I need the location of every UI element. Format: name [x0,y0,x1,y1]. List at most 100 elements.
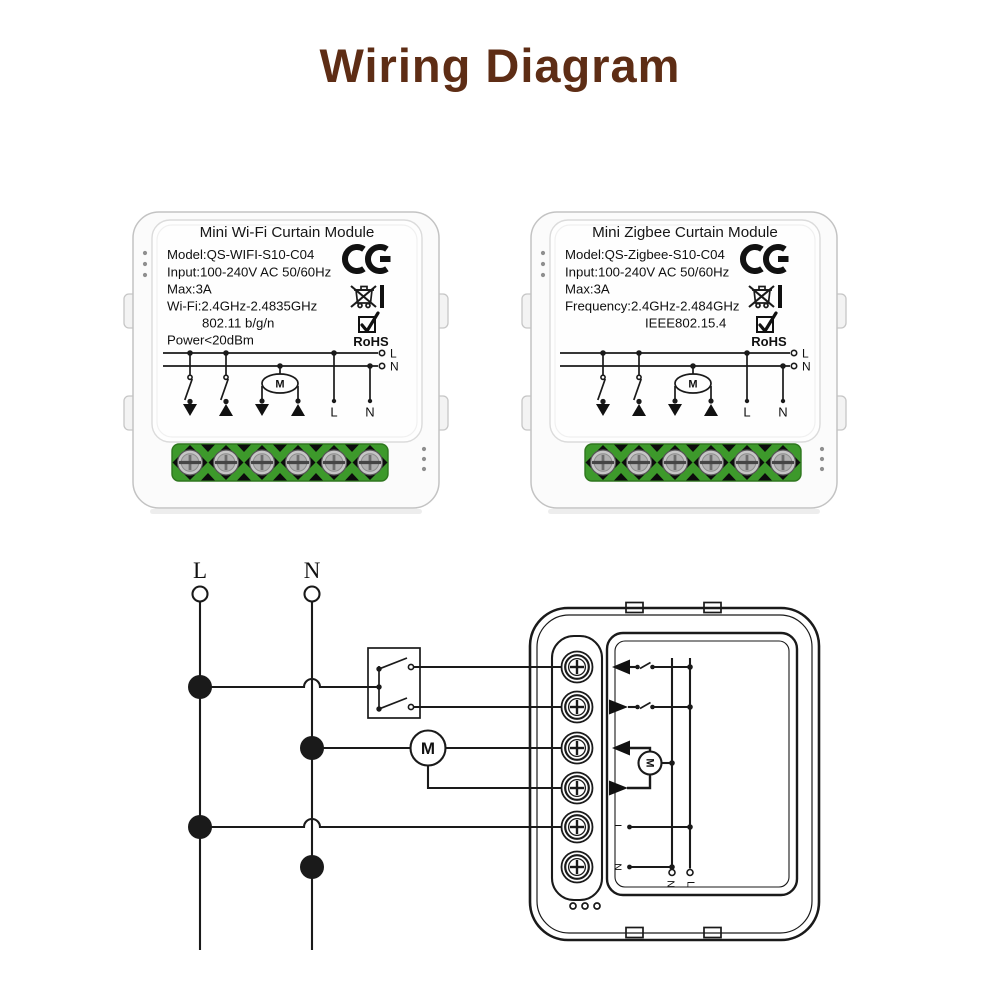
arrow-down-icon [255,404,269,416]
body-shadow [150,509,422,514]
rohs-check-icon [358,311,380,333]
rohs-label: RoHS [353,334,389,349]
arrow-up-icon [704,404,718,416]
live-feed-label: L [193,558,207,583]
motor-wire-2 [426,765,565,790]
motor-symbol [674,373,712,394]
module-internal-print: N L [609,658,697,888]
weee-bin-icon [748,285,782,309]
arrow-left-icon [612,659,630,675]
module-zigbee: Mini Zigbee Curtain Module Model:QS-Zigb… [521,211,847,514]
terminal-neutral-label: N [365,405,374,420]
live-to-module-wire [200,818,565,829]
spec-model: Model:QS-WIFI-S10-C04 [167,247,314,262]
module-drawing [528,606,821,942]
screw-terminal [212,449,240,476]
arrow-up-icon [632,404,646,416]
ce-mark-icon [740,244,789,274]
wall-switch [367,647,421,719]
motor-label: M [275,379,284,391]
screw-terminal [589,449,617,476]
screw-terminal [176,449,204,476]
screw-terminal [284,449,312,476]
live-feed-terminal [191,585,209,603]
screw-terminal [560,771,594,805]
module-title: Mini Wi-Fi Curtain Module [200,224,375,241]
arrow-down-icon [668,404,682,416]
screw-terminal [560,731,594,765]
screw-terminal [661,449,689,476]
screw-terminal [356,449,384,476]
terminal-strip [171,443,389,482]
screw-terminal [733,449,761,476]
spec-max: Max:3A [565,282,610,297]
housing-tabs [625,601,722,939]
rohs-label: RoHS [751,334,787,349]
rail-live-label: L [802,347,809,361]
page-title: Wiring Diagram [319,39,681,92]
faceplate-bevel [156,224,418,438]
live-to-switch-wire [200,678,379,689]
arrow-down-icon [596,404,610,416]
faceplate-bevel [554,224,816,438]
motor-symbol [261,373,299,394]
input-live-label: L [612,824,624,830]
wiring-circuit: L N [188,558,821,950]
module-faceplate [151,219,423,443]
rail-neutral-label: N [665,880,677,888]
terminal-strip [584,443,802,482]
screw-terminal [560,850,594,884]
rail-live-label: L [390,347,397,361]
spec-input: Input:100-240V AC 50/60Hz [565,265,729,280]
input-neutral-label: N [612,863,624,871]
screw-terminal [248,449,276,476]
spec-input: Input:100-240V AC 50/60Hz [167,265,331,280]
screw-terminal [560,650,594,684]
screw-terminal [560,690,594,724]
arrow-down-icon [183,404,197,416]
screw-terminal [625,449,653,476]
neutral-feed-label: N [304,558,321,583]
screw-terminal [769,449,797,476]
arrow-right-icon [609,699,628,715]
printed-schematic: L N M L N [163,347,399,420]
terminal-live-label: L [743,405,750,420]
module-title: Mini Zigbee Curtain Module [592,224,778,241]
module-faceplate [549,219,821,443]
rail-neutral-label: N [390,360,399,374]
spec-radio: Frequency:2.4GHz-2.484GHz [565,299,739,314]
motor-label: M [644,758,656,767]
spec-model: Model:QS-Zigbee-S10-C04 [565,247,725,262]
arrow-up-icon [291,404,305,416]
spec-radio: Wi-Fi:2.4GHz-2.4835GHz [167,299,317,314]
junction-dot [300,855,324,879]
arrow-right-icon [609,780,628,796]
rohs-check-icon [756,311,778,333]
module-wifi: Mini Wi-Fi Curtain Module Model:QS-WIFI-… [123,211,449,514]
screw-terminal [697,449,725,476]
inner-panel [605,631,799,897]
screw-terminal [560,810,594,844]
spec-standard: 802.11 b/g/n [202,316,274,331]
body-shadow [548,509,820,514]
neutral-feed-terminal [303,585,321,603]
terminal-strip-outline [550,634,604,902]
arrow-left-icon [612,740,630,756]
ce-mark-icon [342,244,391,274]
led-dots [540,250,825,472]
spec-standard: IEEE802.15.4 [645,316,726,331]
printed-schematic: L N M L N [560,347,811,420]
screw-terminal [320,449,348,476]
arrow-up-icon [219,404,233,416]
indicator-holes [569,902,601,910]
motor-label: M [421,739,435,758]
spec-max: Max:3A [167,282,212,297]
rail-live-label: L [685,881,697,887]
terminal-neutral-label: N [778,405,787,420]
motor-label: M [688,379,697,391]
rail-neutral-label: N [802,360,811,374]
terminal-live-label: L [330,405,337,420]
weee-bin-icon [350,285,384,309]
